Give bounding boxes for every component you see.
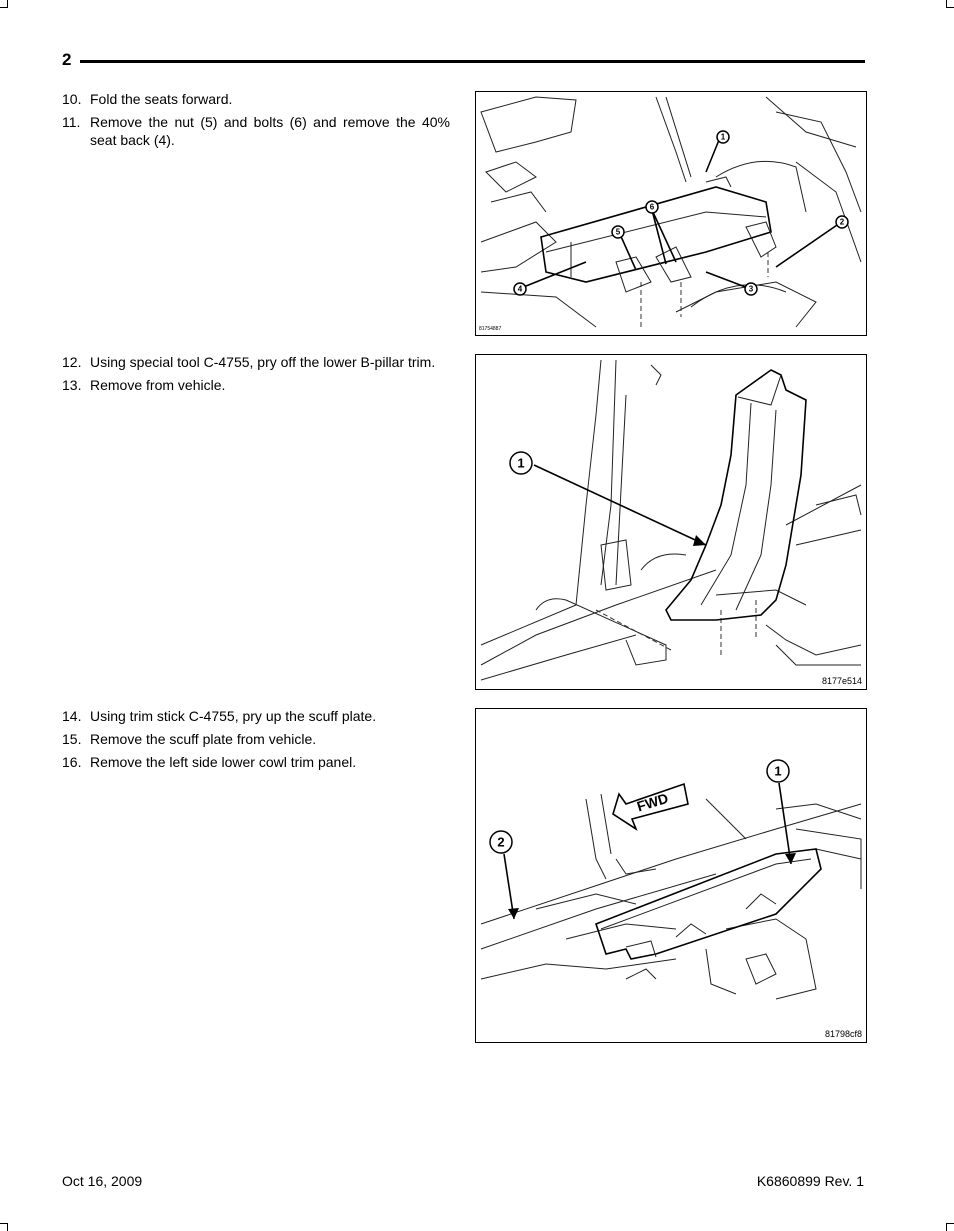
svg-text:4: 4 bbox=[518, 285, 523, 294]
callout-3: 3 bbox=[744, 282, 758, 296]
step-item: 14. Using trim stick C-4755, pry up the s… bbox=[62, 707, 450, 725]
step-number: 15. bbox=[62, 731, 82, 747]
step-text: Using trim stick C-4755, pry up the scuf… bbox=[90, 708, 377, 724]
step-number: 13. bbox=[62, 377, 82, 393]
step-number: 11. bbox=[62, 114, 81, 130]
callout-6: 6 bbox=[645, 200, 659, 214]
b-pillar-illustration: 1 bbox=[480, 359, 862, 681]
footer-doc-number: K6860899 Rev. 1 bbox=[756, 1173, 864, 1189]
steps-list-3: 14. Using trim stick C-4755, pry up the s… bbox=[62, 707, 450, 776]
figure-scuff-plate: FWD 1 2 81798cf8 bbox=[475, 708, 867, 1043]
callout-4: 4 bbox=[513, 282, 527, 296]
svg-text:6: 6 bbox=[650, 203, 655, 212]
crop-mark-top-right bbox=[946, 0, 954, 8]
step-item: 15. Remove the scuff plate from vehicle. bbox=[62, 730, 450, 748]
step-item: 10. Fold the seats forward. bbox=[62, 90, 450, 108]
figure-id: 8177e514 bbox=[821, 676, 862, 686]
crop-mark-bottom-right bbox=[946, 1223, 954, 1231]
step-text: Fold the seats forward. bbox=[90, 91, 233, 107]
step-item: 13. Remove from vehicle. bbox=[62, 376, 450, 394]
steps-list-1: 10. Fold the seats forward. 11. Remove the… bbox=[62, 90, 450, 154]
seat-back-illustration: 1 2 3 4 5 6 bbox=[480, 96, 862, 328]
svg-text:5: 5 bbox=[616, 228, 621, 237]
svg-text:1: 1 bbox=[721, 133, 726, 142]
callout-2: 2 bbox=[489, 830, 513, 854]
svg-text:3: 3 bbox=[749, 285, 754, 294]
step-item: 16. Remove the left side lower cowl trim … bbox=[62, 753, 450, 771]
step-item: 12. Using special tool C-4755, pry off th… bbox=[62, 353, 450, 371]
crop-mark-bottom-left bbox=[0, 1223, 8, 1231]
callout-2: 2 bbox=[835, 215, 849, 229]
svg-text:1: 1 bbox=[517, 456, 524, 471]
scuff-plate-illustration: FWD 1 2 bbox=[480, 759, 862, 1000]
svg-text:2: 2 bbox=[497, 835, 504, 850]
fwd-direction-arrow: FWD bbox=[612, 782, 689, 832]
callout-5: 5 bbox=[611, 225, 625, 239]
step-number: 10. bbox=[62, 91, 82, 107]
crop-mark-top-left bbox=[0, 0, 8, 8]
figure-id: 81798cf8 bbox=[824, 1029, 862, 1039]
figure-seat-back-removal: 1 2 3 4 5 6 81754887 bbox=[475, 91, 867, 336]
figure-b-pillar-trim: 1 8177e514 bbox=[475, 354, 867, 690]
svg-text:1: 1 bbox=[774, 764, 781, 779]
step-number: 14. bbox=[62, 708, 82, 724]
step-number: 12. bbox=[62, 354, 82, 370]
step-text: Using special tool C-4755, pry off the l… bbox=[90, 354, 436, 370]
steps-list-2: 12. Using special tool C-4755, pry off th… bbox=[62, 353, 450, 399]
page-number: 2 bbox=[62, 50, 72, 69]
callout-1: 1 bbox=[509, 451, 533, 475]
step-number: 16. bbox=[62, 754, 82, 770]
callout-1: 1 bbox=[766, 759, 790, 783]
figure-id: 81754887 bbox=[479, 326, 502, 332]
svg-text:2: 2 bbox=[840, 218, 845, 227]
step-text: Remove from vehicle. bbox=[90, 377, 226, 393]
footer-date: Oct 16, 2009 bbox=[62, 1173, 143, 1189]
step-text: Remove the scuff plate from vehicle. bbox=[90, 731, 317, 747]
header-rule bbox=[80, 60, 865, 63]
callout-1: 1 bbox=[716, 130, 730, 144]
step-text: Remove the left side lower cowl trim pan… bbox=[90, 754, 357, 770]
step-text: Remove the nut (5) and bolts (6) and rem… bbox=[90, 114, 450, 148]
step-item: 11. Remove the nut (5) and bolts (6) and … bbox=[62, 113, 450, 149]
